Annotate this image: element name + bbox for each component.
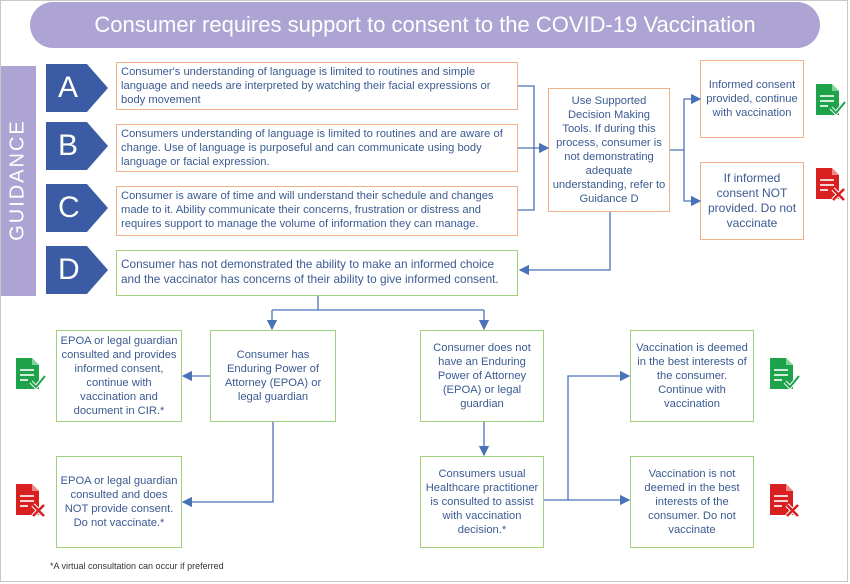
document-cross-icon [816, 168, 846, 202]
guidance-d-box: Consumer has not demonstrated the abilit… [116, 250, 518, 296]
diagram-title: Consumer requires support to consent to … [30, 2, 820, 48]
guidance-c-box: Consumer is aware of time and will under… [116, 186, 518, 236]
guidance-a-box: Consumer's understanding of language is … [116, 62, 518, 110]
footnote: *A virtual consultation can occur if pre… [50, 561, 224, 571]
guidance-sidebar [1, 66, 36, 296]
document-check-icon [16, 358, 46, 390]
best-interests-box: Vaccination is deemed in the best intere… [630, 330, 754, 422]
decision-tools-box: Use Supported Decision Making Tools. If … [548, 88, 670, 212]
practitioner-box: Consumers usual Healthcare practitioner … [420, 456, 544, 548]
consent-not-provided-box: If informed consent NOT provided. Do not… [700, 162, 804, 240]
epoa-no-consent-box: EPOA or legal guardian consulted and doe… [56, 456, 182, 548]
epoa-consent-box: EPOA or legal guardian consulted and pro… [56, 330, 182, 422]
has-epoa-box: Consumer has Enduring Power of Attorney … [210, 330, 336, 422]
guidance-b-box: Consumers understanding of language is l… [116, 124, 518, 172]
document-check-icon [816, 84, 846, 116]
document-cross-icon [770, 484, 800, 518]
consent-provided-box: Informed consent provided, continue with… [700, 60, 804, 138]
document-check-icon [770, 358, 800, 390]
document-cross-icon [16, 484, 46, 518]
no-epoa-box: Consumer does not have an Enduring Power… [420, 330, 544, 422]
not-best-interests-box: Vaccination is not deemed in the best in… [630, 456, 754, 548]
